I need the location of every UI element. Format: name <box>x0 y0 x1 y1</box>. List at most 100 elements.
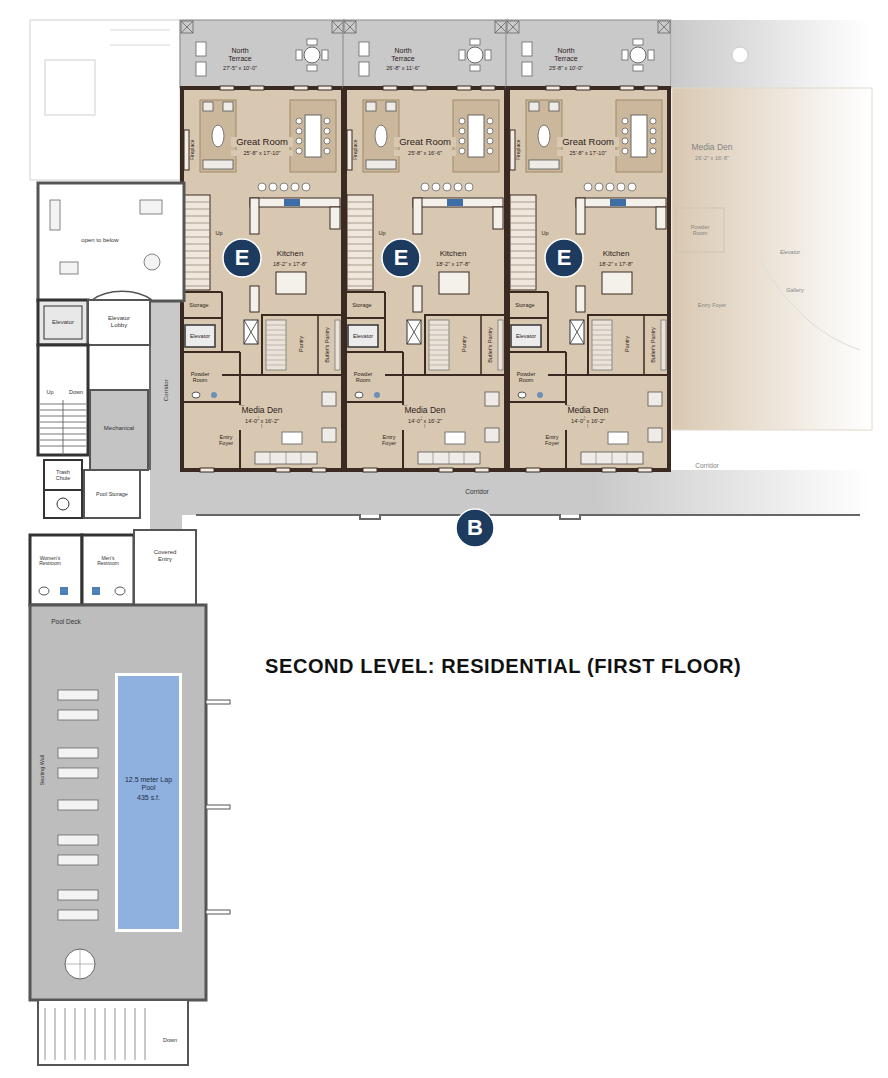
dimension-label: 25'-8" x 17'-10" <box>557 150 619 156</box>
callout-letter: E <box>394 246 409 270</box>
room-label: Covered Entry <box>148 549 182 562</box>
elevator-label: Elevator <box>512 333 540 339</box>
upper-left-terrace-part <box>45 60 95 115</box>
floor-plan-part <box>506 20 671 472</box>
room-label: Kitchen <box>433 250 473 259</box>
callout-letter: E <box>235 246 250 270</box>
pool-deck-part-part <box>58 855 98 865</box>
amenity-wing-part <box>57 498 69 510</box>
amenity-wing-part <box>90 390 148 470</box>
dimension-label: 14'-0" x 16'-2" <box>398 418 452 424</box>
callout-circle-shape <box>545 239 583 277</box>
pool-deck-part <box>58 690 98 920</box>
room-label: Powder Room <box>348 371 378 383</box>
room-label: open to below <box>80 237 120 244</box>
east-unit-faded-part <box>760 260 860 350</box>
stair-label: Up <box>538 230 552 236</box>
amenity-wing-part <box>38 345 88 455</box>
terrace-label: North Terrace <box>546 47 586 62</box>
room-label: Men's Restroom <box>90 556 126 567</box>
room-label: Pantry <box>298 329 304 359</box>
corridor-label: Corridor <box>685 462 729 469</box>
east-unit-faded-part <box>672 88 872 430</box>
room-label: Entry Foyer <box>213 434 239 446</box>
room-label: Storage <box>347 302 377 308</box>
callout-circle-shape <box>456 509 494 547</box>
amenity-wing-part <box>115 587 125 595</box>
dimension-label: 26'-8" x 11'-6" <box>372 65 434 71</box>
pool-deck-part-part <box>58 800 98 810</box>
amenity-wing-part-part <box>140 200 162 214</box>
pool-deck-part-part <box>206 805 230 809</box>
pool-deck-part-part <box>58 768 98 778</box>
amenity-wing-part <box>84 470 140 518</box>
room-label: Women's Restroom <box>32 556 68 567</box>
room-label: Powder Room <box>684 224 716 236</box>
amenity-wing-part <box>44 306 82 339</box>
amenity-wing-part <box>38 183 184 301</box>
corridor-part <box>196 515 860 519</box>
amenity-wing-part <box>30 535 82 605</box>
callout-letter: E <box>557 246 572 270</box>
amenity-wing-part <box>39 587 49 595</box>
callout-marker: E <box>544 238 584 278</box>
corridor-part <box>150 290 182 470</box>
room-label: Storage <box>510 302 540 308</box>
dimension-label: 25'-8" x 10'-0" <box>535 65 597 71</box>
room-label: Great Room <box>557 137 619 147</box>
plan-title: SECOND LEVEL: RESIDENTIAL (FIRST FLOOR) <box>265 655 741 678</box>
amenity-wing-part <box>92 587 100 595</box>
floor-plan-part <box>343 20 508 472</box>
stair-label: Up <box>42 389 58 395</box>
upper-left-terrace-part <box>110 30 170 45</box>
dimension-label: 18'-2" x 17'-8" <box>426 261 480 267</box>
room-label: Pool Storage <box>94 491 130 497</box>
room-label: Butler's Pantry <box>324 322 330 368</box>
stair-label: Up <box>212 230 226 236</box>
floor-plan-part <box>180 20 345 472</box>
room-label: Great Room <box>231 137 293 147</box>
amenity-wing-part <box>60 587 68 595</box>
amenity-wing-part <box>44 490 82 518</box>
room-label: Kitchen <box>596 250 636 259</box>
room-label: Media Den <box>681 143 743 152</box>
deck-label: Pool Deck <box>44 618 88 625</box>
elevator-label: Elevator <box>349 333 377 339</box>
corridor-label: Corridor <box>455 488 499 495</box>
stair-label: Down <box>66 389 86 395</box>
room-label: Media Den <box>232 406 292 415</box>
elevator-label: Elevator <box>47 319 79 326</box>
dimension-label: 14'-0" x 16'-2" <box>235 418 289 424</box>
pool-deck-part <box>65 949 95 979</box>
amenity-wing-part <box>40 400 86 455</box>
east-unit-faded-part <box>672 20 872 88</box>
room-label: Entry Foyer <box>376 434 402 446</box>
room-label: Gallery <box>779 287 811 293</box>
pool-deck-part-part <box>58 835 98 845</box>
room-label: Trash Chute <box>48 469 78 481</box>
pool-deck-part-part <box>58 910 98 920</box>
room-label: Elevator Lobby <box>99 315 139 328</box>
lap-pool: 12.5 meter Lap Pool 435 s.f. <box>115 673 182 932</box>
room-label: Pantry <box>461 329 467 359</box>
dimension-label: 26'-2" x 16'-8" <box>684 155 740 161</box>
wall-label: Seating Wall <box>39 745 45 795</box>
pool-deck-part <box>45 1008 145 1060</box>
room-label: Powder Room <box>185 371 215 383</box>
room-label: Pantry <box>624 329 630 359</box>
pool-label: 435 s.f. <box>137 794 160 802</box>
amenity-wing-part-part <box>50 200 60 230</box>
elevator-label: Elevator <box>774 249 806 255</box>
terrace-label: North Terrace <box>220 47 260 62</box>
pool-deck-part <box>65 949 95 979</box>
fireplace-label: Fireplace <box>516 132 522 168</box>
corridor-part <box>180 470 872 515</box>
callout-marker: E <box>381 238 421 278</box>
room-label: Kitchen <box>270 250 310 259</box>
corridor-label: Corridor <box>163 370 170 410</box>
east-unit-faded-part <box>676 208 724 252</box>
amenity-wing-part <box>82 535 134 605</box>
pool-label: 12.5 meter Lap Pool <box>120 776 177 791</box>
stair-label: Down <box>159 1037 181 1043</box>
dimension-label: 18'-2" x 17'-8" <box>263 261 317 267</box>
